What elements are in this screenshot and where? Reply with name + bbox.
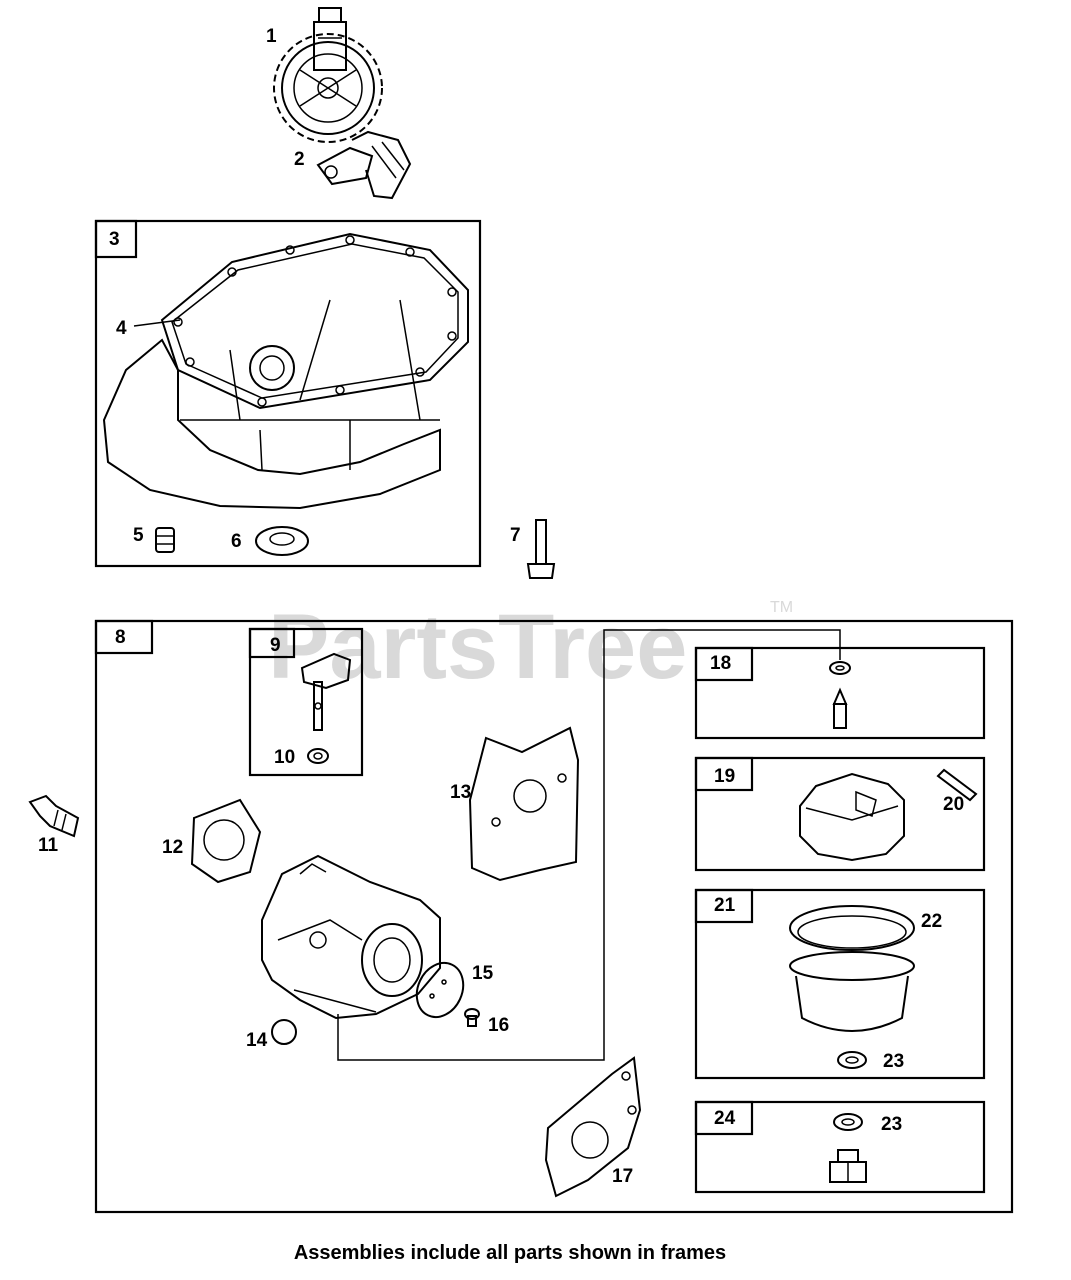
drain-plug-part	[155, 527, 175, 553]
frame-19-tag	[694, 756, 754, 792]
label-3: 3	[109, 229, 120, 250]
label-17: 17	[612, 1166, 633, 1187]
frame-24-tag	[694, 1100, 754, 1136]
float-pin-part	[936, 768, 978, 802]
frame-18-tag	[694, 646, 754, 682]
oil-seal-part	[255, 526, 309, 556]
label-1: 1	[266, 26, 277, 47]
label-11: 11	[38, 835, 59, 856]
label-13: 13	[450, 782, 471, 803]
label-23-nut: 23	[881, 1114, 902, 1135]
label-5: 5	[133, 525, 144, 546]
float-bowl-part	[789, 905, 915, 1032]
governor-gear-part	[273, 7, 383, 143]
mounting-gasket-part	[544, 1056, 642, 1198]
assembly-leader-line	[337, 629, 841, 1061]
cover-plate-part	[415, 961, 465, 1019]
label-20: 20	[943, 794, 964, 815]
fitting-part	[28, 794, 80, 838]
frame-9-tag	[248, 627, 296, 659]
frame-21-tag	[694, 888, 754, 924]
watermark-trademark: TM	[770, 599, 793, 616]
label-4: 4	[116, 318, 127, 339]
bolt-part	[526, 519, 556, 579]
label-14: 14	[246, 1030, 268, 1051]
frame-18	[694, 646, 986, 740]
label-8: 8	[115, 627, 126, 648]
frame-3-tag	[94, 219, 138, 259]
gasket-holes	[173, 235, 457, 407]
bowl-nut-washer-part	[833, 1113, 863, 1131]
o-ring-part	[271, 1019, 297, 1045]
watermark: PartsTree TM	[268, 596, 793, 698]
screw-part	[464, 1008, 480, 1027]
frame-21	[694, 888, 986, 1080]
bowl-gasket-part	[837, 1051, 867, 1069]
insulator-plate-part	[468, 726, 580, 882]
label-7: 7	[510, 525, 521, 546]
frame-9	[248, 627, 364, 777]
label-9: 9	[270, 635, 281, 656]
label-15: 15	[472, 963, 494, 984]
label-21: 21	[714, 895, 736, 916]
bowl-nut-part	[829, 1149, 867, 1183]
label-22: 22	[921, 911, 942, 932]
inlet-needle-part	[829, 661, 851, 729]
frame-8	[94, 619, 1014, 1214]
washer-part	[307, 748, 329, 764]
throttle-shaft-part	[300, 652, 352, 731]
frame-19	[694, 756, 986, 872]
diagram-caption: Assemblies include all parts shown in fr…	[293, 1242, 727, 1264]
governor-bracket-part	[316, 130, 412, 200]
float-part	[799, 772, 905, 862]
watermark-text: PartsTree	[268, 596, 687, 698]
label-12: 12	[162, 837, 183, 858]
label-10: 10	[274, 747, 295, 768]
label-16: 16	[488, 1015, 509, 1036]
carburetor-body-part	[261, 854, 441, 1020]
sump-housing-part	[102, 232, 469, 510]
part-labels: 1 2 3 4 5 6 7 8 9 10 11 12 13 14 15 16 1…	[38, 26, 964, 1187]
frame-8-tag	[94, 619, 154, 655]
label-2: 2	[294, 149, 305, 170]
label-6: 6	[231, 531, 242, 552]
frame-24	[694, 1100, 986, 1194]
intake-gasket-part	[190, 798, 262, 884]
frame-3	[94, 219, 482, 568]
label-24: 24	[714, 1108, 736, 1129]
label-23-bowl: 23	[883, 1051, 904, 1072]
label-19: 19	[714, 766, 735, 787]
label-18: 18	[710, 653, 731, 674]
